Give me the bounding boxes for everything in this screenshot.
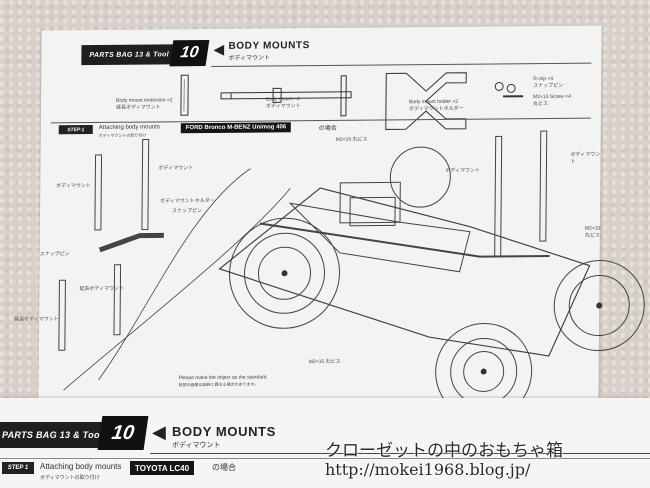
model-suffix: の場合: [212, 463, 236, 472]
manual-page-next: PARTS BAG 13 & Tool 10 ◀ BODY MOUNTS ボディ…: [0, 398, 650, 488]
chassis-illustration: [58, 130, 645, 421]
part-sublabel: ボディマウントホルダー: [408, 105, 464, 113]
section-subtitle: ボディマウント: [228, 55, 271, 62]
header-divider: [150, 453, 650, 454]
callout-snap-pin: スナップピン: [39, 251, 70, 258]
callout-extension: 延長ボディマウント: [79, 285, 125, 293]
section-title: BODY MOUNTS: [228, 40, 310, 52]
step-divider: [0, 458, 650, 459]
callout-screw: M2×10 丸ビス: [335, 136, 368, 143]
parts-bag-label: PARTS BAG 13 & Tool: [0, 422, 112, 448]
model-tag: TOYOTA LC40: [130, 461, 195, 475]
callout-body-mount: ボディマウント: [570, 151, 601, 165]
note-subtext: 前部の画像は装飾と異なる場合があります。: [178, 381, 259, 388]
step-text: Attaching body mounts: [40, 462, 122, 471]
section-arrow-icon: ◀: [213, 40, 225, 57]
section-title: BODY MOUNTS: [172, 424, 276, 439]
callout-screw: M2×10 丸ビス: [584, 225, 601, 239]
callout-snap-pin: スナップピン: [172, 208, 203, 215]
part-sublabel: ボディマウント: [265, 103, 301, 110]
callout-body-mount: ボディマウント: [445, 167, 481, 174]
section-arrow-icon: ◀: [152, 422, 166, 442]
callout-holder: ボディマウントホルダー: [160, 197, 215, 205]
step-badge: STEP 1: [2, 462, 34, 474]
part-sublabel: スナップピン: [533, 82, 564, 90]
callout-body-mount: ボディマウント: [56, 183, 91, 190]
part-sublabel: 丸ビス: [532, 101, 549, 108]
note-text: Please make the object as the standard.: [178, 374, 268, 382]
parts-bag-number: 10: [169, 39, 210, 67]
callout-extension: 延長ボディマウント: [14, 316, 59, 323]
parts-bag-number: 10: [97, 416, 149, 450]
part-sublabel: 延長ボディマウント: [115, 104, 161, 111]
callout-screw: M2×10 丸ビス: [308, 358, 341, 366]
parts-row-drawing: [180, 72, 524, 130]
watermark-title: クローゼットの中のおもちゃ箱: [325, 441, 563, 461]
section-subtitle: ボディマウント: [172, 442, 221, 449]
step-subtext: ボディマウントの取り付け: [40, 475, 100, 481]
watermark-url: http://mokei1968.blog.jp/: [325, 460, 531, 479]
callout-body-mount: ボディマウント: [158, 165, 194, 172]
manual-page: PARTS BAG 13 & Tool 10 ◀ BODY MOUNTS ボディ…: [14, 25, 645, 421]
